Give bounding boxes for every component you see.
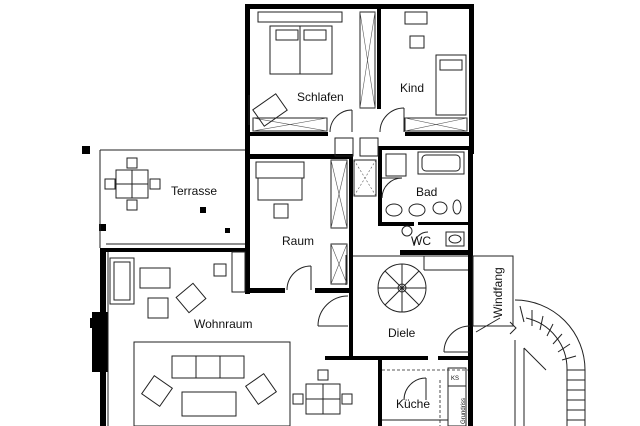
beds xyxy=(255,11,467,201)
label-diele: Diele xyxy=(388,326,416,340)
label-wohnraum: Wohnraum xyxy=(194,317,252,331)
thin-lines xyxy=(99,95,525,426)
label-bad: Bad xyxy=(416,185,437,199)
walls xyxy=(82,4,474,426)
bath-fixtures xyxy=(385,151,465,247)
label-terrasse: Terrasse xyxy=(171,184,217,198)
label-kind: Kind xyxy=(400,81,424,95)
label-raum: Raum xyxy=(282,234,314,248)
exterior-stair xyxy=(475,299,586,426)
label-wc: WC xyxy=(411,234,431,248)
label-schlafen: Schlafen xyxy=(297,90,344,104)
spiral-stair xyxy=(377,263,427,313)
label-windfang: Windfang xyxy=(491,267,505,318)
chairs-tables xyxy=(104,11,428,426)
label-grundriss: Grundriss xyxy=(461,398,467,424)
label-ks: KS xyxy=(451,376,459,382)
room-labels: Schlafen Kind Terrasse Bad Raum WC Wohnr… xyxy=(171,81,505,424)
doors xyxy=(286,107,471,401)
wardrobes xyxy=(252,11,468,285)
label-kueche: Küche xyxy=(396,397,430,411)
